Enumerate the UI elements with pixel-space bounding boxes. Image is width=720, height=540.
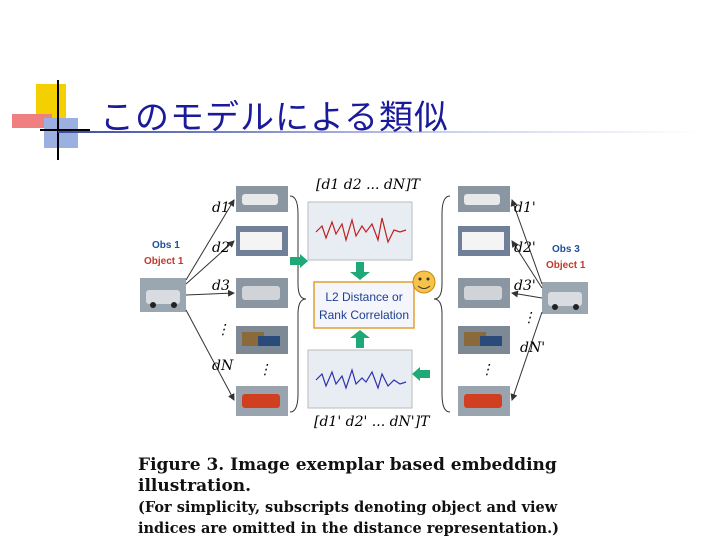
caption-line-2: (For simplicity, subscripts denoting obj… bbox=[138, 499, 558, 516]
right-object-label: Object 1 bbox=[546, 260, 586, 271]
right-arrows bbox=[510, 199, 543, 401]
left-object-label: Object 1 bbox=[144, 256, 184, 267]
top-vector-label: [d1 d2 ... dN]T bbox=[316, 177, 422, 193]
left-bracket bbox=[289, 195, 307, 413]
distance-box-line1: L2 Distance or bbox=[325, 290, 402, 304]
slide-title: このモデルによる類似 bbox=[100, 98, 449, 138]
smiley-icon bbox=[412, 270, 436, 294]
slide-ornament bbox=[10, 80, 90, 170]
distance-box-line2: Rank Correlation bbox=[319, 308, 409, 322]
green-arrow-bottom bbox=[350, 330, 370, 348]
green-arrow-left bbox=[290, 254, 308, 268]
right-label-d1: d1' bbox=[514, 200, 536, 216]
green-arrow-right bbox=[412, 367, 430, 381]
right-ellipsis-1: ⋮ bbox=[522, 310, 536, 326]
left-label-d2: d2 bbox=[212, 240, 230, 256]
left-arrows bbox=[185, 199, 235, 401]
left-ellipsis-1: ⋮ bbox=[216, 322, 230, 338]
left-ellipsis-2: ⋮ bbox=[258, 362, 272, 378]
bottom-signal-plot bbox=[307, 349, 413, 409]
caption-line-1: Figure 3. Image exemplar based embedding… bbox=[138, 455, 557, 496]
figure-diagram: [d1 d2 ... dN]T Obs 1 Object 1 d1 d2 d3 … bbox=[138, 174, 598, 434]
title-underline bbox=[58, 131, 698, 133]
right-ellipsis-2: ⋮ bbox=[480, 362, 494, 378]
green-arrow-top bbox=[350, 262, 370, 280]
caption-line-3: indices are omitted in the distance repr… bbox=[138, 520, 559, 537]
left-label-dN: dN bbox=[212, 358, 234, 374]
left-label-d3: d3 bbox=[212, 278, 230, 294]
exemplar-column-left bbox=[236, 186, 288, 416]
query-image-right bbox=[542, 282, 588, 314]
left-label-d1: d1 bbox=[212, 200, 230, 216]
query-image-left bbox=[140, 278, 186, 312]
exemplar-column-right bbox=[458, 186, 510, 416]
right-label-d3: d3' bbox=[514, 278, 536, 294]
right-obs-label: Obs 3 bbox=[552, 244, 580, 255]
distance-box bbox=[313, 281, 415, 329]
figure-caption: Figure 3. Image exemplar based embedding… bbox=[138, 455, 598, 539]
right-label-dN: dN' bbox=[520, 340, 545, 356]
bottom-vector-label: [d1' d2' ... dN']T bbox=[314, 414, 431, 430]
right-bracket bbox=[433, 195, 451, 413]
left-obs-label: Obs 1 bbox=[152, 240, 180, 251]
top-signal-plot bbox=[307, 201, 413, 261]
right-label-d2: d2' bbox=[514, 240, 536, 256]
